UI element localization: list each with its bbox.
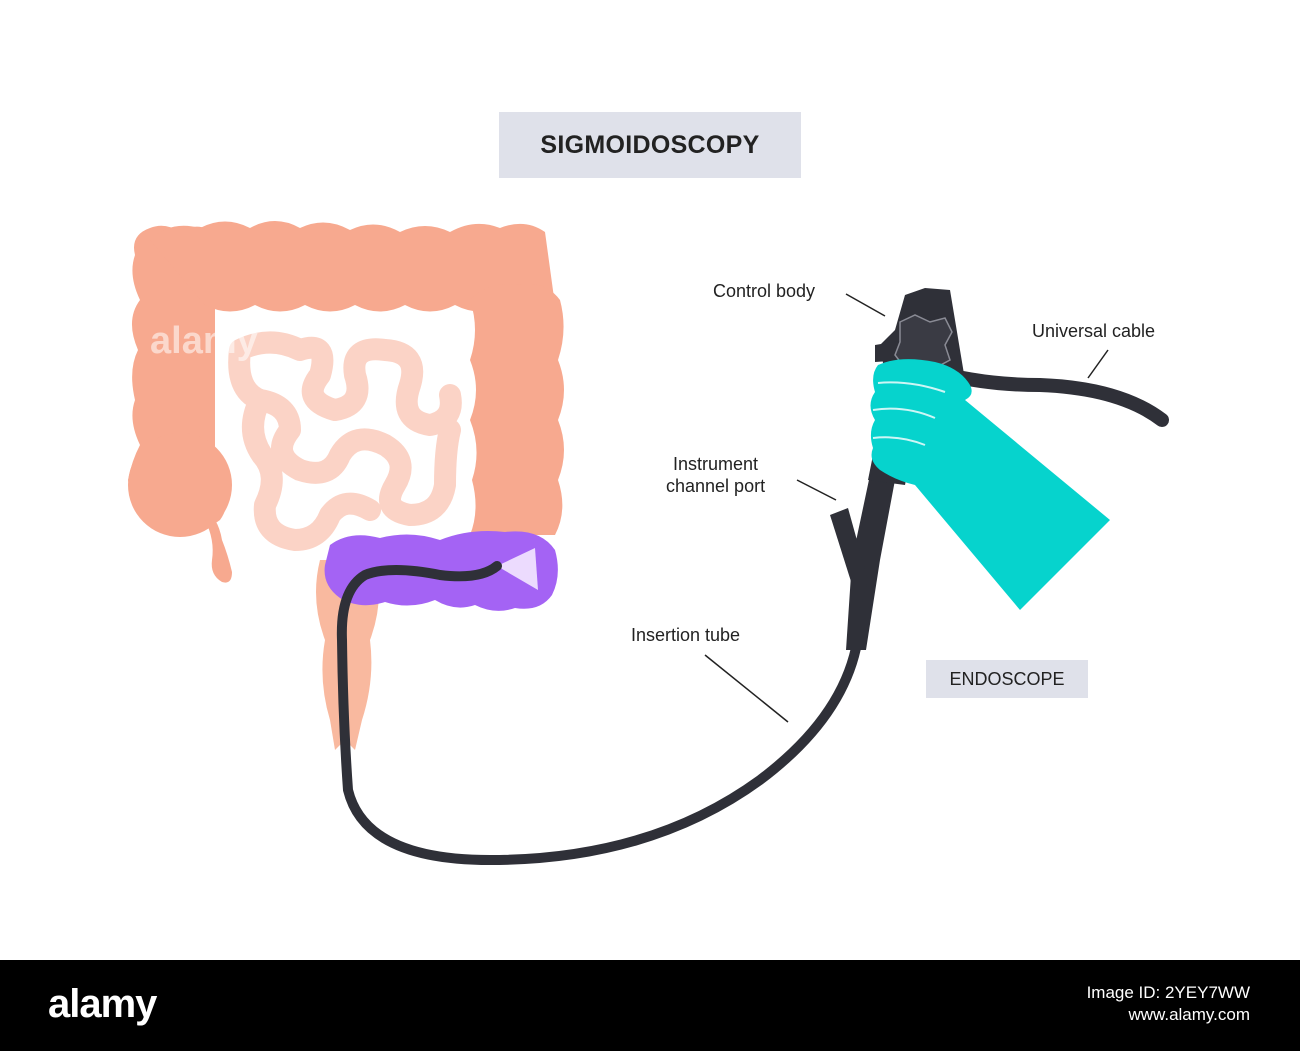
scope-light: [497, 548, 538, 590]
footer-bar: [0, 960, 1300, 1051]
small-intestine: [228, 331, 462, 551]
glove-finger-lines: [872, 381, 946, 446]
label-insertion-tube: Insertion tube: [631, 625, 741, 645]
endoscope-badge: ENDOSCOPE: [926, 660, 1088, 698]
label-control-body: Control body: [713, 281, 816, 301]
colon: [128, 221, 564, 583]
sigmoidoscopy-diagram: [128, 221, 1169, 866]
footer-image-id: Image ID: 2YEY7WW: [1086, 983, 1250, 1002]
label-instrument-port-line1: Instrument: [673, 454, 759, 474]
rectum: [316, 560, 379, 750]
glove: [870, 359, 1110, 610]
watermark-left: alamy: [150, 320, 258, 362]
footer-image-info: Image ID: 2YEY7WW www.alamy.com: [1087, 982, 1250, 1026]
label-instrument-port-line2: channel port: [666, 476, 766, 496]
footer-logo: alamy: [48, 982, 157, 1026]
insertion-tube: [336, 561, 861, 866]
pointer-lines: [704, 293, 1109, 723]
page-title: SIGMOIDOSCOPY: [499, 112, 801, 178]
label-instrument-port: Instrument channel port: [666, 453, 765, 497]
watermark-right: alamy: [1080, 315, 1154, 345]
footer-site: www.alamy.com: [1128, 1005, 1250, 1024]
label-universal-cable: Universal cable: [1032, 321, 1156, 341]
control-wheel-icon: [894, 314, 953, 369]
